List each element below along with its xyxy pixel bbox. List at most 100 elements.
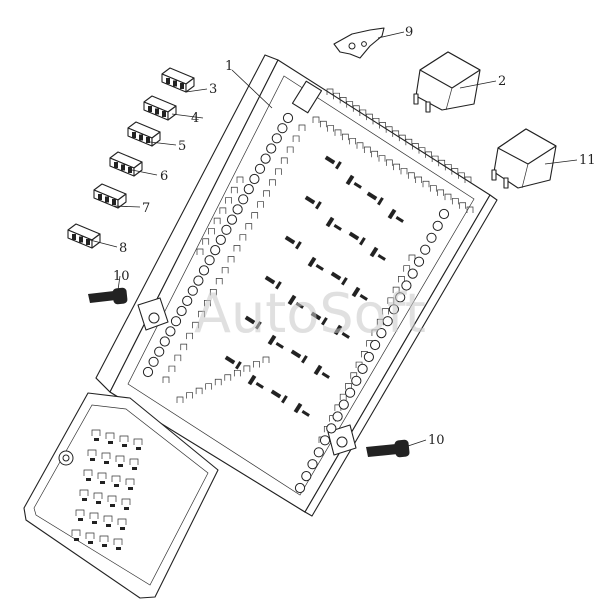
- relay-slot: [353, 182, 362, 189]
- terminal-hole: [382, 316, 393, 327]
- relay-slot: [341, 332, 350, 339]
- fuse-slot: [451, 198, 459, 205]
- cover-slot: [125, 478, 135, 485]
- fuse-slot: [431, 155, 439, 163]
- fuse-slot: [366, 113, 373, 121]
- fuse-slot: [407, 172, 415, 179]
- terminal-hole: [277, 123, 288, 134]
- terminal-hole: [193, 275, 204, 286]
- terminal-hole: [345, 387, 356, 398]
- terminal-hole: [363, 351, 374, 363]
- relay-slot: [387, 208, 397, 220]
- fuse-slot: [251, 212, 259, 219]
- relay-slot: [304, 195, 316, 205]
- callout-10-lower: 10: [428, 433, 445, 448]
- terminal-hole: [254, 163, 266, 174]
- terminal-hole: [204, 255, 215, 266]
- cover-slot: [121, 498, 131, 505]
- mini-fuse-set: [67, 67, 195, 249]
- fuse-slot: [180, 343, 188, 351]
- fuse-slot: [274, 168, 282, 175]
- relay-slot: [351, 286, 361, 298]
- cover-slot-mark: [124, 507, 129, 510]
- cover-slot: [71, 529, 81, 536]
- mini-fuse: [127, 121, 161, 147]
- fuse-slot: [233, 245, 241, 252]
- fuse-slot: [257, 201, 264, 208]
- relay-slot: [295, 302, 304, 309]
- relay-slot: [287, 294, 297, 306]
- fuse-slot: [372, 117, 380, 125]
- cover-slot: [115, 455, 125, 462]
- clip-9: [333, 27, 385, 59]
- cover-slot-mark: [118, 464, 123, 467]
- fuse-slot: [349, 138, 357, 145]
- fuse-slot: [382, 308, 389, 315]
- relay-slot: [348, 231, 360, 241]
- fuse-slot: [403, 265, 411, 272]
- cover-slot-mark: [88, 541, 93, 544]
- cover-slot: [103, 515, 113, 522]
- fuse-slot: [225, 197, 232, 204]
- terminal-hole: [351, 375, 362, 386]
- cover-slot: [89, 512, 99, 519]
- fuse-slot: [466, 206, 474, 213]
- relay-slot: [290, 349, 302, 359]
- relay-slot: [281, 395, 288, 404]
- fuse-slot: [253, 361, 260, 368]
- relay-slot: [284, 235, 296, 245]
- fuse-slot: [459, 202, 467, 209]
- fuse-box-base: [95, 54, 498, 517]
- fuse-slot: [192, 321, 199, 329]
- fuse-slot: [186, 392, 193, 399]
- fuse-slot: [168, 365, 176, 373]
- fuse-slot: [425, 151, 432, 158]
- fuse-slot-rows: [162, 88, 474, 443]
- fuse-slot: [245, 223, 253, 230]
- fuse-slot: [209, 288, 217, 296]
- fuse-slot: [437, 189, 445, 196]
- relay-slot: [264, 275, 276, 285]
- cover-slot: [99, 535, 109, 542]
- terminal-hole: [395, 292, 406, 303]
- cover-slot: [113, 538, 123, 545]
- cover-slot: [111, 475, 121, 482]
- bolt-upper: [88, 287, 128, 305]
- fuse-slot: [326, 88, 334, 95]
- terminal-hole: [294, 482, 306, 494]
- terminal-hole: [338, 399, 349, 410]
- terminal-hole: [232, 204, 243, 215]
- leader-lines: [89, 31, 578, 447]
- terminal-hole: [326, 423, 337, 434]
- cover-slot-mark: [132, 467, 137, 470]
- terminal-hole: [432, 220, 443, 231]
- cover-slot: [105, 432, 115, 439]
- cover-slot-mark: [94, 438, 99, 441]
- relay-slot: [341, 277, 348, 286]
- terminal-hole: [215, 234, 226, 245]
- relay-slot: [333, 224, 342, 231]
- cover-slot-mark: [110, 504, 115, 507]
- terminal-hole: [282, 112, 294, 124]
- fuse-slot: [379, 122, 386, 129]
- relay-slot: [247, 374, 257, 386]
- cover-slot-mark: [136, 447, 141, 450]
- fuse-slot: [213, 217, 221, 225]
- fuse-slot: [208, 228, 215, 235]
- cover-slot-mark: [92, 521, 97, 524]
- mini-fuse: [93, 183, 127, 209]
- cover-slot: [91, 429, 101, 436]
- terminal-hole: [165, 326, 176, 337]
- fuse-slot: [359, 109, 367, 116]
- relay-slot: [307, 256, 317, 268]
- cover-slot-mark: [114, 484, 119, 487]
- relay-slot: [369, 246, 379, 258]
- fuse-slot: [162, 376, 170, 383]
- relay-slot: [301, 410, 310, 417]
- fuse-slot: [243, 365, 251, 372]
- terminal-hole: [370, 339, 381, 351]
- fuse-slot: [230, 186, 238, 194]
- relay-slot: [345, 174, 355, 186]
- fuse-slot: [412, 143, 419, 150]
